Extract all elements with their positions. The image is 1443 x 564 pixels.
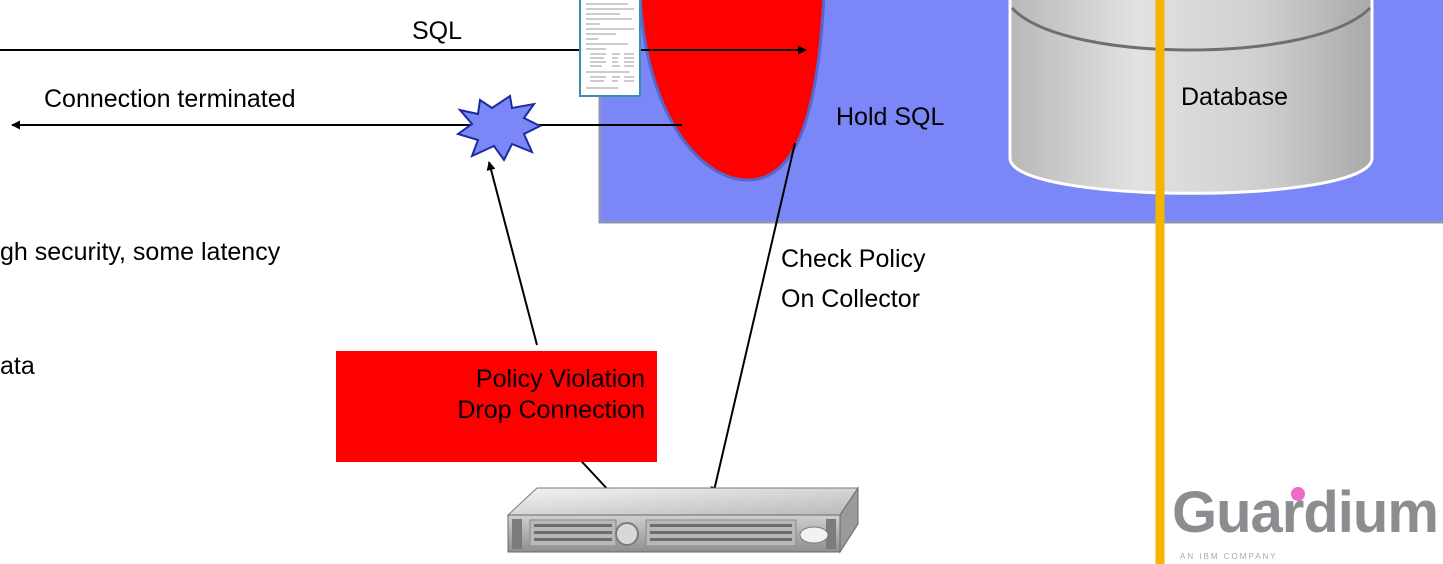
security-latency-fragment: gh security, some latency — [0, 238, 281, 266]
policy-violation-box: Policy Violation Drop Connection — [336, 351, 657, 462]
hold-sql-oval — [638, 0, 826, 182]
sql-label: SQL — [412, 17, 463, 45]
check-policy-arrow — [710, 142, 796, 496]
policy-violation-line1: Policy Violation — [475, 365, 645, 393]
database-cylinder-rim — [1010, 6, 1372, 52]
sql-document-icon — [579, 0, 641, 97]
policy-violation-line2: Drop Connection — [457, 396, 645, 424]
violation-to-burst-arrow — [486, 161, 538, 346]
data-fragment: ata — [0, 352, 35, 380]
logo-dot-icon — [1291, 487, 1305, 501]
database-label: Database — [1181, 83, 1289, 111]
connection-dropped-burst-icon — [455, 94, 543, 162]
check-policy-label-line2: On Collector — [781, 285, 920, 313]
check-policy-label-line1: Check Policy — [781, 245, 926, 273]
guardium-logo: Guardium — [1172, 480, 1439, 545]
logo-tagline: AN IBM COMPANY — [1180, 552, 1278, 561]
connection-terminated-label: Connection terminated — [44, 85, 296, 113]
collector-server-icon — [506, 486, 859, 554]
hold-sql-label: Hold SQL — [836, 103, 945, 131]
database-cylinder — [1008, 0, 1374, 195]
